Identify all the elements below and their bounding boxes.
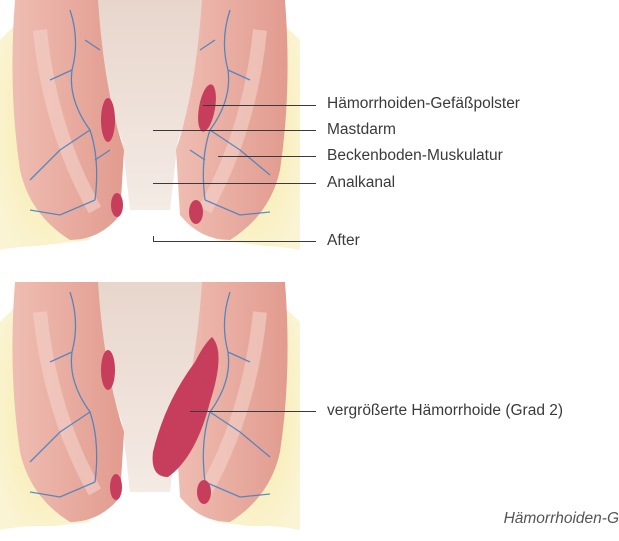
- hemorrhoid-cushion-lower-left: [110, 474, 122, 500]
- leader-line-hemorrhoid-cushion: [203, 105, 316, 106]
- hemorrhoid-cushion-upper-left: [101, 98, 115, 142]
- leader-line-anus: [153, 241, 316, 242]
- anal-canal-normal-drawing: [0, 0, 300, 265]
- label-anal-canal: Analkanal: [327, 174, 395, 192]
- leader-line-rectum: [153, 130, 316, 131]
- hemorrhoid-cushion-lower-right: [197, 480, 211, 504]
- hemorrhoid-cushion-lower-left: [111, 193, 123, 217]
- anatomy-illustration-normal: [0, 0, 300, 265]
- label-pelvic-floor-muscles: Beckenboden-Muskulatur: [327, 147, 503, 165]
- label-anus: After: [327, 232, 360, 250]
- label-enlarged-hemorrhoid: vergrößerte Hämorrhoide (Grad 2): [327, 402, 563, 420]
- hemorrhoid-cushion-lower-right: [189, 200, 203, 224]
- label-hemorrhoid-cushion: Hämorrhoiden-Gefäßpolster: [327, 95, 520, 113]
- leader-line-pelvic-floor: [218, 156, 316, 157]
- leader-line-enlarged-hemorrhoid: [190, 411, 316, 412]
- leader-line-anal-canal: [153, 183, 316, 184]
- figure-caption: Hämorrhoiden-G: [504, 510, 619, 528]
- label-rectum: Mastdarm: [327, 121, 396, 139]
- hemorrhoid-cushion-upper-left: [101, 350, 115, 390]
